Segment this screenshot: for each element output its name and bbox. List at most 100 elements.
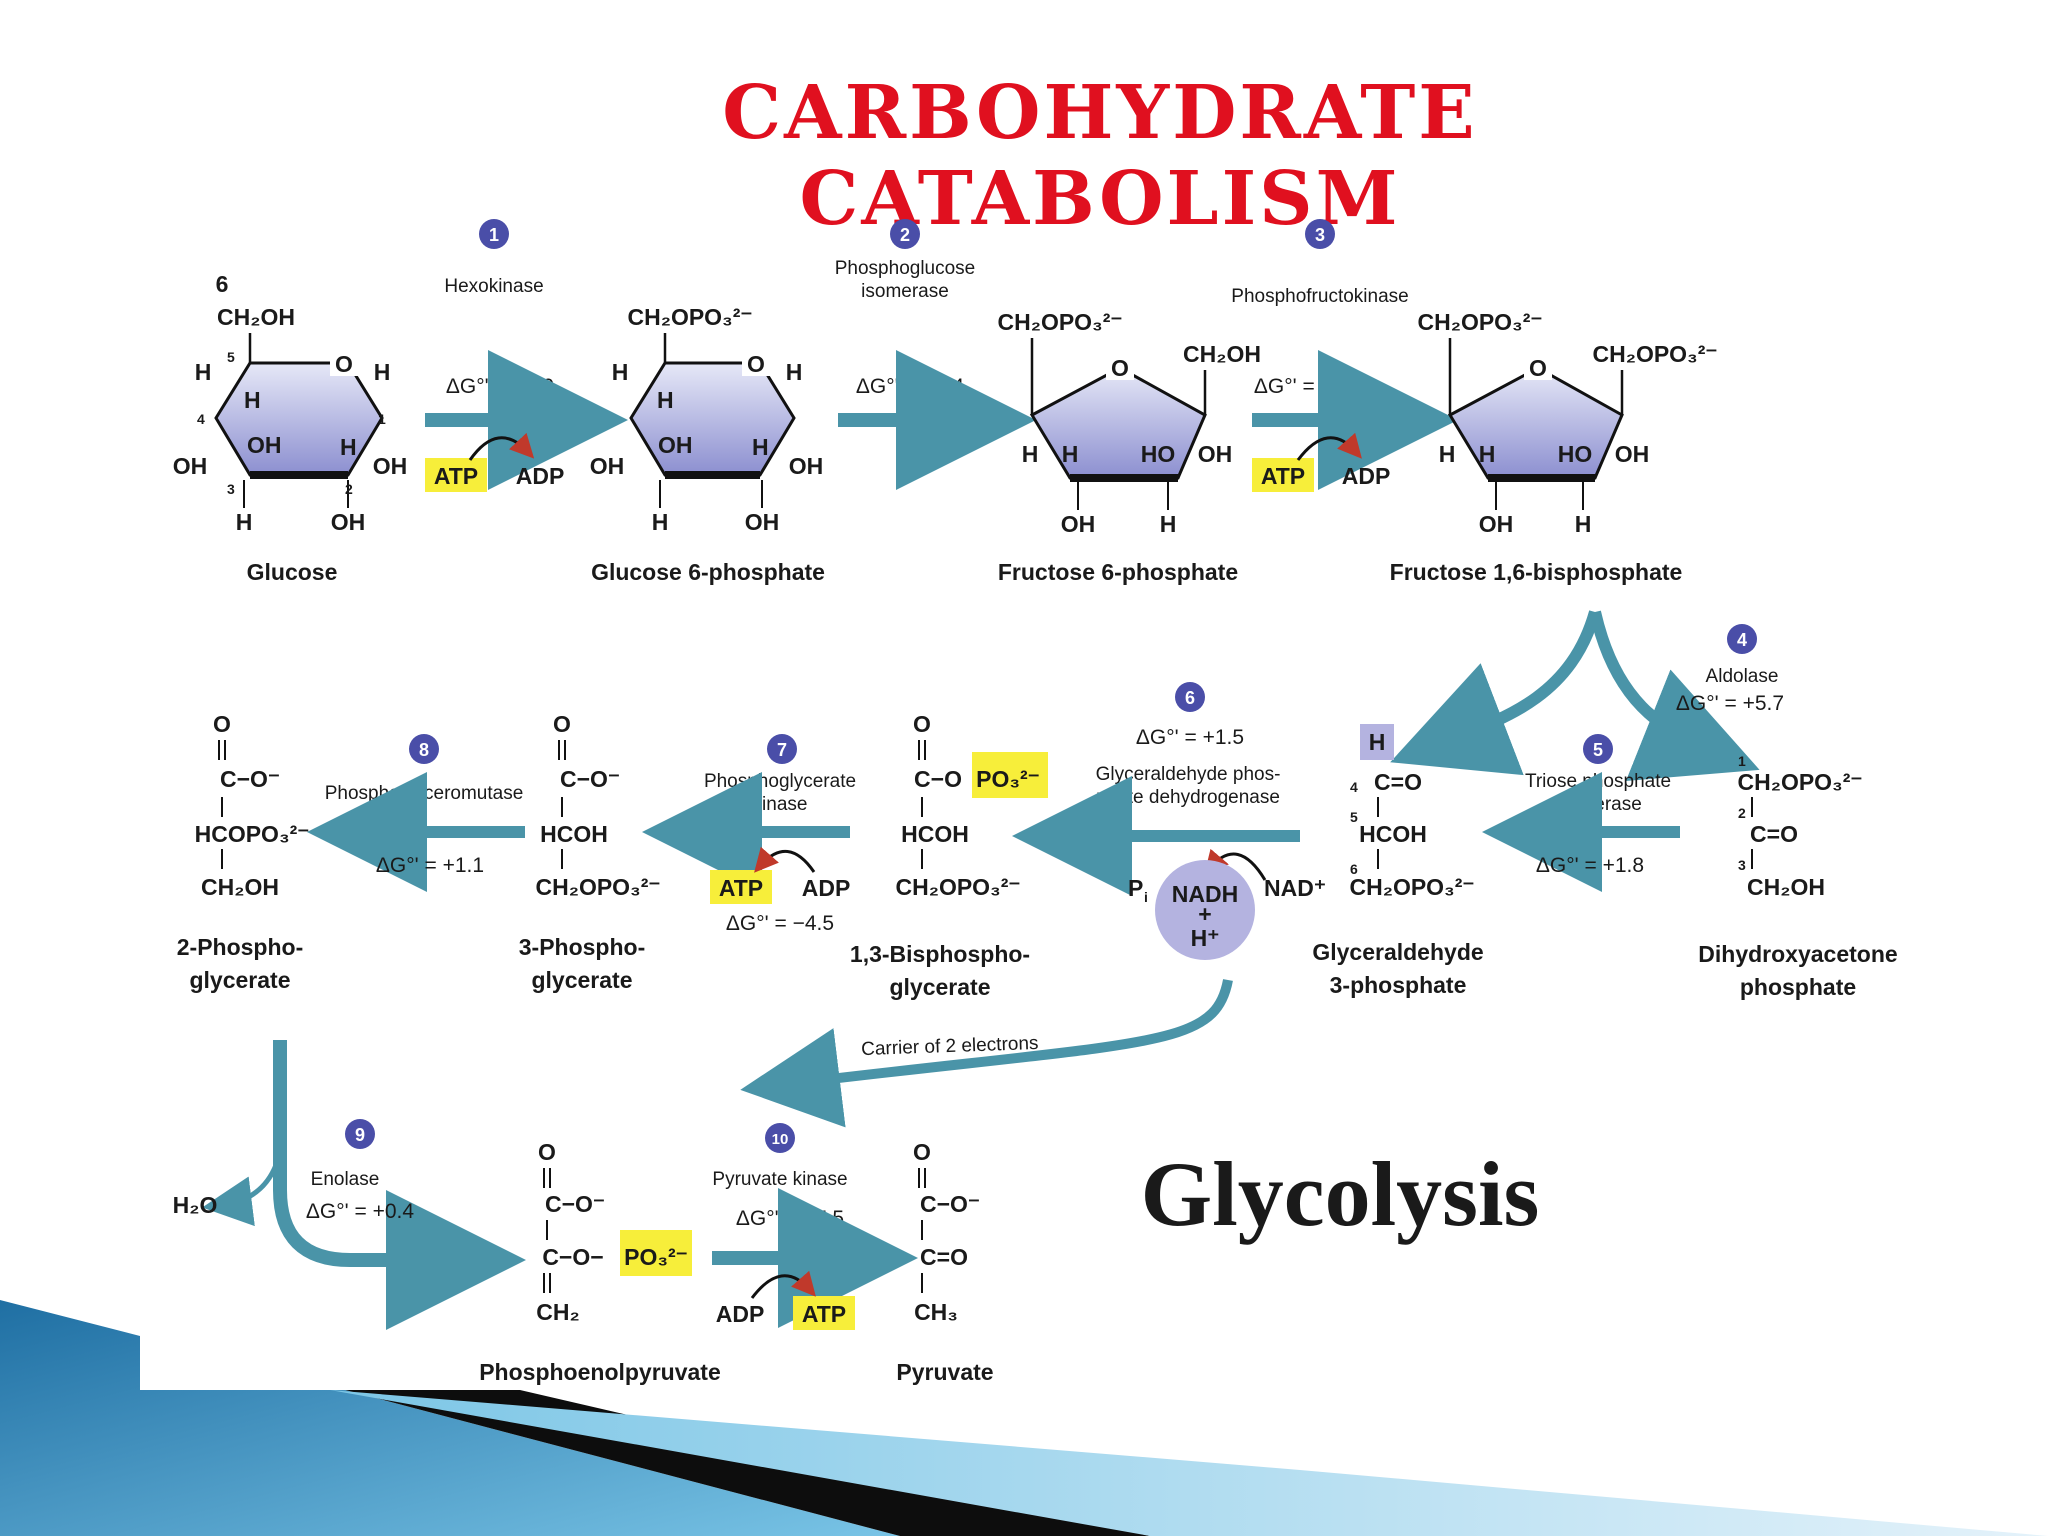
- svg-text:O: O: [335, 351, 353, 377]
- svg-text:5: 5: [1350, 809, 1358, 825]
- svg-text:Triose phosphate: Triose phosphate: [1525, 771, 1671, 792]
- svg-text:3: 3: [227, 481, 235, 497]
- svg-text:C−O⁻: C−O⁻: [545, 1191, 605, 1217]
- svg-text:CH₂OPO₃²⁻: CH₂OPO₃²⁻: [536, 874, 661, 900]
- svg-text:CH₂OPO₃²⁻: CH₂OPO₃²⁻: [1350, 874, 1475, 900]
- f16bp-label: Fructose 1,6-bisphosphate: [1390, 559, 1683, 585]
- step-1: 1 Hexokinase ΔG°' = −4.0 ATP ADP: [425, 219, 628, 492]
- svg-text:Pyruvate kinase: Pyruvate kinase: [712, 1169, 847, 1190]
- svg-text:4: 4: [197, 411, 205, 427]
- step-7: 7 Phosphoglycerate kinase ATP ADP ΔG°' =…: [642, 734, 856, 935]
- svg-text:2-Phospho-: 2-Phospho-: [177, 934, 304, 960]
- svg-text:glycerate: glycerate: [889, 974, 990, 1000]
- svg-text:O: O: [553, 711, 571, 737]
- svg-text:phate dehydrogenase: phate dehydrogenase: [1096, 787, 1280, 808]
- step-2: 2 Phosphoglucose isomerase ΔG°' = +0.4: [835, 219, 1036, 490]
- svg-text:3: 3: [1315, 225, 1325, 245]
- svg-text:5: 5: [1593, 740, 1603, 760]
- phosphoenolpyruvate: O C−O⁻ C−O− PO₃²⁻ CH₂ Phosphoenolpyruvat…: [479, 1139, 721, 1385]
- svg-text:CH₂: CH₂: [536, 1299, 579, 1325]
- svg-text:6: 6: [1350, 861, 1358, 877]
- glycolysis-label: Glycolysis: [1141, 1143, 1540, 1245]
- svg-text:OH: OH: [590, 453, 625, 479]
- svg-text:ΔG°' = +5.7: ΔG°' = +5.7: [1676, 692, 1784, 715]
- svg-text:C−O⁻: C−O⁻: [560, 766, 620, 792]
- svg-text:CH₂OPO₃²⁻: CH₂OPO₃²⁻: [998, 309, 1123, 335]
- svg-text:H: H: [1369, 729, 1386, 755]
- svg-text:Phosphoglycerate: Phosphoglycerate: [704, 771, 856, 792]
- svg-text:phosphate: phosphate: [1740, 974, 1856, 1000]
- svg-text:ΔG°' = −4.0: ΔG°' = −4.0: [446, 375, 554, 398]
- svg-text:ΔG°' = −7.5: ΔG°' = −7.5: [736, 1207, 844, 1230]
- fructose-1-6-bisphosphate: CH₂OPO₃²⁻ CH₂OPO₃²⁻ O H H HO OH OH H Fru…: [1390, 309, 1718, 585]
- svg-text:4: 4: [1350, 779, 1358, 795]
- svg-text:CH₂OPO₃²⁻: CH₂OPO₃²⁻: [628, 304, 753, 330]
- svg-text:ATP: ATP: [1261, 463, 1305, 489]
- 2-phosphoglycerate: O C−O⁻ HCOPO₃²⁻ CH₂OH 2-Phospho- glycera…: [177, 711, 310, 993]
- svg-text:CH₃: CH₃: [914, 1299, 958, 1325]
- svg-text:3-phosphate: 3-phosphate: [1330, 972, 1467, 998]
- svg-text:P: P: [1128, 875, 1143, 901]
- svg-text:i: i: [1144, 889, 1148, 905]
- svg-text:CH₂OPO₃²⁻: CH₂OPO₃²⁻: [1418, 309, 1543, 335]
- svg-text:HCOPO₃²⁻: HCOPO₃²⁻: [195, 821, 310, 847]
- f16bp-ring: [1447, 366, 1624, 480]
- svg-text:H: H: [1479, 441, 1496, 467]
- svg-text:ADP: ADP: [716, 1301, 765, 1327]
- svg-text:ΔG°' = +1.5: ΔG°' = +1.5: [1136, 726, 1244, 749]
- svg-text:kinase: kinase: [753, 794, 808, 815]
- svg-text:ΔG°' = +1.8: ΔG°' = +1.8: [1536, 854, 1644, 877]
- svg-text:2: 2: [900, 225, 910, 245]
- svg-text:ΔG°' = +0.4: ΔG°' = +0.4: [856, 375, 964, 398]
- svg-text:H: H: [752, 434, 769, 460]
- svg-text:ADP: ADP: [1342, 463, 1391, 489]
- svg-text:O: O: [913, 1139, 931, 1165]
- glucose-6-phosphate: CH₂OPO₃²⁻ O H H H H OH OH OH H OH Glucos…: [590, 304, 825, 585]
- fructose-6-phosphate: CH₂OPO₃²⁻ CH₂OH O H H HO OH OH H Fructos…: [998, 309, 1261, 585]
- svg-text:C−O: C−O: [914, 766, 962, 792]
- svg-text:OH: OH: [373, 453, 408, 479]
- svg-text:H: H: [195, 359, 212, 385]
- svg-text:H: H: [1575, 511, 1592, 537]
- svg-text:8: 8: [419, 740, 429, 760]
- svg-text:OH: OH: [331, 509, 366, 535]
- svg-text:H: H: [340, 434, 357, 460]
- svg-text:Dihydroxyacetone: Dihydroxyacetone: [1698, 941, 1897, 967]
- svg-text:5: 5: [227, 349, 235, 365]
- svg-text:H: H: [652, 509, 669, 535]
- svg-text:O: O: [747, 351, 765, 377]
- svg-text:Phosphoenolpyruvate: Phosphoenolpyruvate: [479, 1359, 721, 1385]
- svg-text:H: H: [1439, 441, 1456, 467]
- svg-text:H: H: [244, 387, 261, 413]
- svg-text:6: 6: [1185, 688, 1195, 708]
- svg-text:1: 1: [489, 225, 499, 245]
- svg-text:H: H: [236, 509, 253, 535]
- svg-text:OH: OH: [1615, 441, 1650, 467]
- step-8: 8 Phosphoglyceromutase ΔG°' = +1.1: [307, 734, 525, 892]
- pyruvate: O C−O⁻ C=O CH₃ Pyruvate: [896, 1139, 993, 1385]
- svg-text:C=O: C=O: [1374, 769, 1422, 795]
- svg-text:1: 1: [378, 411, 386, 427]
- svg-text:ΔG°' = −3.4: ΔG°' = −3.4: [1254, 375, 1362, 398]
- svg-text:CH₂OPO₃²⁻: CH₂OPO₃²⁻: [1593, 341, 1718, 367]
- svg-text:C−O−: C−O−: [542, 1244, 603, 1270]
- svg-text:Glyceraldehyde phos-: Glyceraldehyde phos-: [1096, 764, 1281, 785]
- svg-text:Phosphoglyceromutase: Phosphoglyceromutase: [325, 783, 524, 804]
- svg-text:H⁺: H⁺: [1191, 925, 1220, 951]
- svg-text:H: H: [612, 359, 629, 385]
- g6p-label: Glucose 6-phosphate: [591, 559, 825, 585]
- svg-text:H₂O: H₂O: [173, 1192, 218, 1218]
- svg-text:ATP: ATP: [719, 875, 763, 901]
- svg-text:HO: HO: [1141, 441, 1176, 467]
- f6p-ring: [1029, 366, 1207, 480]
- svg-text:O: O: [213, 711, 231, 737]
- svg-text:+: +: [1198, 901, 1211, 927]
- svg-text:H: H: [1160, 511, 1177, 537]
- glucose-label: Glucose: [247, 559, 338, 585]
- svg-text:ATP: ATP: [434, 463, 478, 489]
- svg-text:10: 10: [772, 1131, 789, 1148]
- svg-text:3: 3: [1738, 857, 1746, 873]
- svg-text:1: 1: [1738, 753, 1746, 769]
- svg-text:Aldolase: Aldolase: [1706, 666, 1779, 687]
